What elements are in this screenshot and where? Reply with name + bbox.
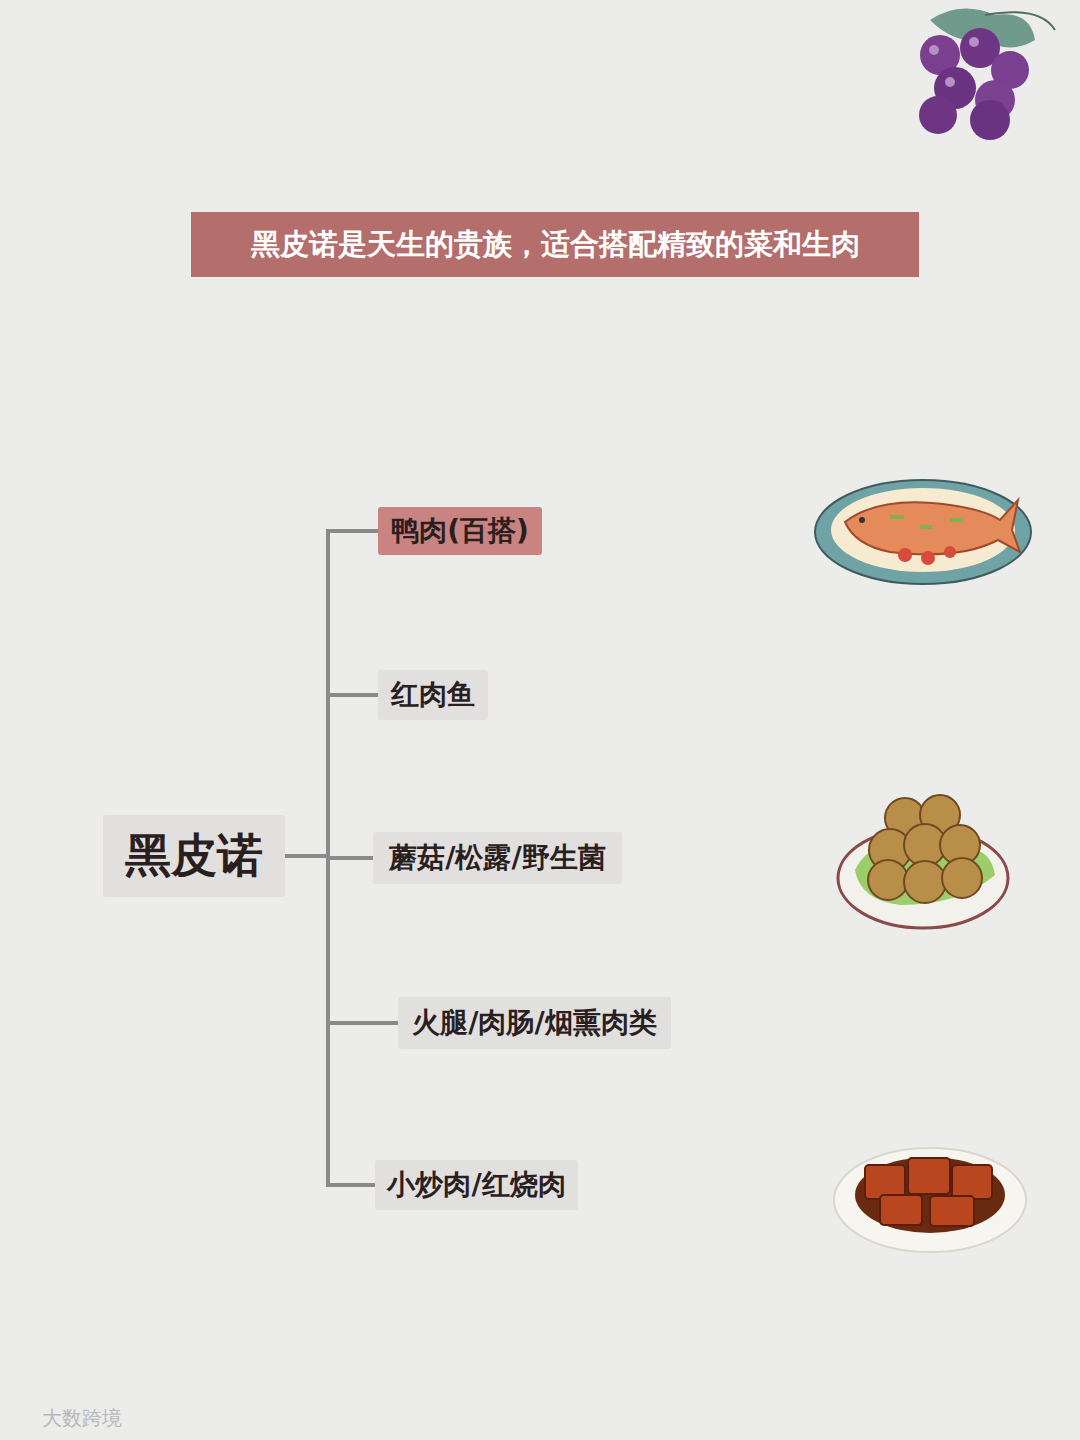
node-label: 火腿/肉肠/烟熏肉类 [412, 1004, 656, 1042]
node-label: 小炒肉/红烧肉 [387, 1166, 565, 1204]
branch-node: 火腿/肉肠/烟熏肉类 [398, 997, 671, 1049]
watermark: 大数跨境 [42, 1405, 122, 1432]
node-label: 红肉鱼 [391, 676, 475, 714]
fish-dish [815, 480, 1031, 584]
tree-connector [285, 695, 378, 856]
title-banner: 黑皮诺是天生的贵族，适合搭配精致的菜和生肉 [191, 212, 919, 277]
branch-node: 红肉鱼 [378, 670, 488, 720]
root-node: 黑皮诺 [103, 815, 285, 897]
braised-pork-dish [834, 1148, 1026, 1252]
mushroom-dish [838, 795, 1008, 928]
tree-connector [285, 856, 375, 1185]
watermark-text: 大数跨境 [42, 1406, 122, 1430]
branch-node: 鸭肉(百搭) [378, 507, 542, 555]
node-label: 黑皮诺 [125, 825, 263, 887]
branch-node: 蘑菇/松露/野生菌 [373, 832, 622, 884]
branch-node: 小炒肉/红烧肉 [375, 1160, 578, 1210]
tree-connector [285, 531, 378, 856]
title-text: 黑皮诺是天生的贵族，适合搭配精致的菜和生肉 [251, 225, 860, 265]
grape-icon [919, 9, 1055, 140]
node-label: 鸭肉(百搭) [391, 512, 529, 550]
node-label: 蘑菇/松露/野生菌 [389, 839, 605, 877]
